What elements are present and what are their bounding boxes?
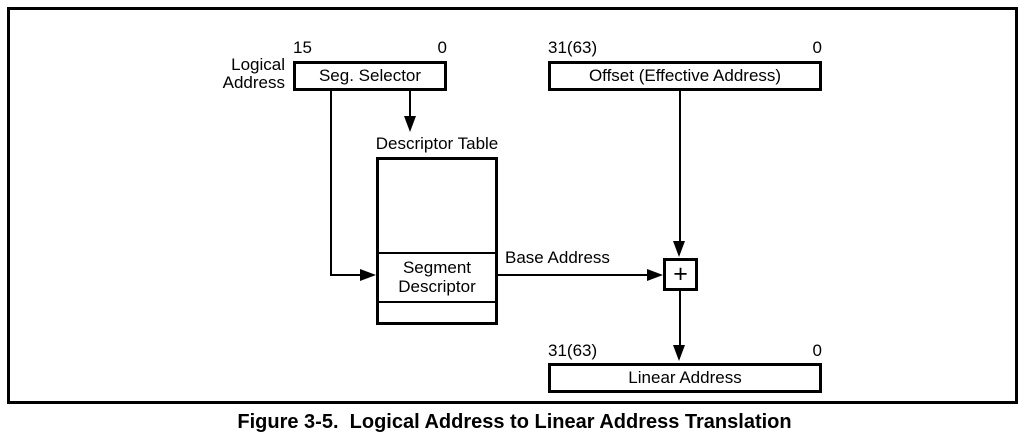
adder-box: + xyxy=(663,258,698,291)
selector-to-descriptor-line-vertical xyxy=(330,89,332,276)
descriptor-table-divider-bottom xyxy=(379,301,495,303)
offset-bit-low: 0 xyxy=(812,38,822,57)
linear-address-bit-high: 31(63) xyxy=(548,341,598,360)
seg-selector-box: Seg. Selector xyxy=(293,61,447,91)
logical-address-label-line1: Logical xyxy=(231,55,285,74)
selector-to-table-line xyxy=(409,89,411,118)
adder-to-linear-line xyxy=(679,290,681,345)
linear-address-bit-low: 0 xyxy=(812,341,822,360)
seg-selector-bit-labels: 15 0 xyxy=(293,38,447,57)
selector-to-descriptor-arrowhead-icon xyxy=(360,269,376,281)
offset-bit-labels: 31(63) 0 xyxy=(548,38,822,57)
segment-descriptor-line1: Segment xyxy=(402,258,472,277)
offset-to-adder-line xyxy=(679,89,681,241)
logical-address-label-line2: Address xyxy=(222,73,285,92)
linear-address-label: Linear Address xyxy=(628,368,742,387)
offset-to-adder-arrowhead-icon xyxy=(673,241,685,257)
seg-selector-label: Seg. Selector xyxy=(318,66,422,85)
plus-icon: + xyxy=(673,260,688,288)
linear-address-box: Linear Address xyxy=(548,363,822,393)
base-address-label: Base Address xyxy=(505,248,610,267)
linear-address-bit-labels: 31(63) 0 xyxy=(548,341,822,360)
offset-label: Offset (Effective Address) xyxy=(588,66,782,85)
offset-bit-high: 31(63) xyxy=(548,38,598,57)
descriptor-table-box: Segment Descriptor xyxy=(376,157,498,325)
figure-border xyxy=(7,7,1018,404)
figure-caption: Figure 3-5. Logical Address to Linear Ad… xyxy=(237,411,792,433)
segment-descriptor-line2: Descriptor xyxy=(398,277,476,296)
descriptor-table-title: Descriptor Table xyxy=(375,134,499,153)
descriptor-table-divider-top xyxy=(379,252,495,254)
logical-address-label: Logical Address xyxy=(155,56,285,92)
adder-to-linear-arrowhead-icon xyxy=(673,345,685,361)
base-address-arrowhead-icon xyxy=(647,269,663,281)
base-address-line xyxy=(497,274,647,276)
selector-to-descriptor-line-horizontal xyxy=(330,274,362,276)
segment-descriptor-entry: Segment Descriptor xyxy=(379,254,495,300)
offset-box: Offset (Effective Address) xyxy=(548,61,822,91)
selector-to-table-arrowhead-icon xyxy=(404,116,416,132)
seg-selector-bit-low: 0 xyxy=(437,38,447,57)
seg-selector-bit-high: 15 xyxy=(293,38,312,57)
